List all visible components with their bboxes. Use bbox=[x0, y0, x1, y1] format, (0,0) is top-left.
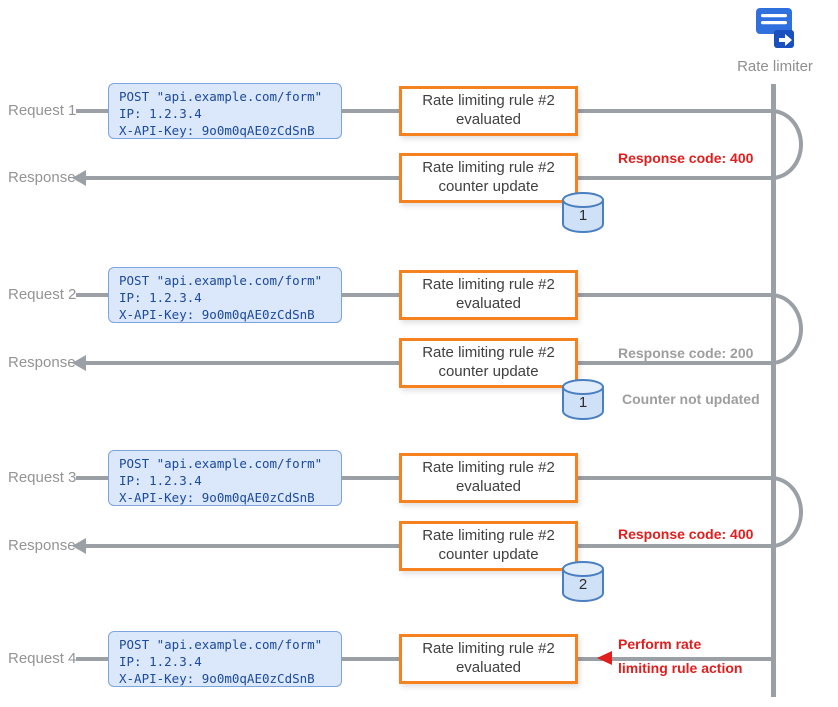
rule-box-line1: Rate limiting rule #2 bbox=[422, 459, 555, 477]
counter-value: 1 bbox=[578, 207, 588, 224]
rule-box-line1: Rate limiting rule #2 bbox=[422, 344, 555, 362]
response-label: Response bbox=[8, 354, 76, 371]
rule-box-line2: counter update bbox=[438, 546, 539, 563]
payload-ip-line: IP: 1.2.3.4 bbox=[119, 105, 202, 121]
request-payload-box: POST "api.example.com/form" IP: 1.2.3.4 … bbox=[108, 631, 342, 687]
response-arrowhead-icon bbox=[72, 170, 86, 186]
rule-box-line2: evaluated bbox=[455, 478, 522, 495]
payload-api-key-line: X-API-Key: 9o0m0qAE0zCdSnB bbox=[119, 489, 315, 505]
database-icon bbox=[562, 192, 604, 233]
payload-method-line: POST "api.example.com/form" bbox=[119, 456, 323, 471]
rule-box-line2: counter update bbox=[438, 178, 539, 195]
request-label: Request 3 bbox=[8, 469, 77, 486]
response-code-annotation: Response code: 200 bbox=[618, 345, 754, 361]
request-label: Request 1 bbox=[8, 102, 77, 119]
counter-value: 1 bbox=[578, 394, 588, 411]
database-icon bbox=[562, 379, 604, 420]
payload-ip-line: IP: 1.2.3.4 bbox=[119, 653, 202, 669]
counter-note-annotation: Counter not updated bbox=[622, 391, 760, 407]
rule-evaluated-box: Rate limiting rule #2 evaluated bbox=[399, 86, 578, 136]
processing-arc bbox=[771, 109, 803, 180]
payload-method-line: POST "api.example.com/form" bbox=[119, 273, 323, 288]
lifeline bbox=[771, 84, 776, 697]
rule-box-line2: counter update bbox=[438, 363, 539, 380]
counter-value: 2 bbox=[578, 576, 588, 593]
counter-database: 1 bbox=[560, 377, 606, 421]
response-label: Response bbox=[8, 169, 76, 186]
actor-label: Rate limiter bbox=[737, 58, 813, 75]
payload-ip-line: IP: 1.2.3.4 bbox=[119, 289, 202, 305]
rule-box-line1: Rate limiting rule #2 bbox=[422, 640, 555, 658]
request-payload-box: POST "api.example.com/form" IP: 1.2.3.4 … bbox=[108, 450, 342, 506]
payload-method-line: POST "api.example.com/form" bbox=[119, 89, 323, 104]
payload-ip-line: IP: 1.2.3.4 bbox=[119, 472, 202, 488]
rule-evaluated-box: Rate limiting rule #2 evaluated bbox=[399, 270, 578, 320]
request-label: Request 4 bbox=[8, 650, 77, 667]
response-code-annotation: Response code: 400 bbox=[618, 526, 754, 542]
request-payload-box: POST "api.example.com/form" IP: 1.2.3.4 … bbox=[108, 267, 342, 323]
processing-arc bbox=[771, 293, 803, 365]
counter-database: 1 bbox=[560, 190, 606, 234]
rule-box-line1: Rate limiting rule #2 bbox=[422, 92, 555, 110]
counter-update-box: Rate limiting rule #2 counter update bbox=[399, 153, 578, 203]
payload-method-line: POST "api.example.com/form" bbox=[119, 637, 323, 652]
counter-database: 2 bbox=[560, 559, 606, 603]
rule-box-line1: Rate limiting rule #2 bbox=[422, 159, 555, 177]
processing-arc bbox=[771, 476, 803, 548]
action-arrowhead-icon bbox=[597, 651, 612, 665]
rule-box-line2: evaluated bbox=[455, 295, 522, 312]
rate-limiter-icon bbox=[750, 4, 800, 59]
request-payload-box: POST "api.example.com/form" IP: 1.2.3.4 … bbox=[108, 83, 342, 139]
rule-box-line1: Rate limiting rule #2 bbox=[422, 527, 555, 545]
rule-action-annotation-line1: Perform rate bbox=[618, 636, 702, 652]
response-arrowhead-icon bbox=[72, 538, 86, 554]
payload-api-key-line: X-API-Key: 9o0m0qAE0zCdSnB bbox=[119, 122, 315, 138]
response-label: Response bbox=[8, 537, 76, 554]
counter-update-box: Rate limiting rule #2 counter update bbox=[399, 338, 578, 388]
rule-evaluated-box: Rate limiting rule #2 evaluated bbox=[399, 634, 578, 684]
payload-api-key-line: X-API-Key: 9o0m0qAE0zCdSnB bbox=[119, 306, 315, 322]
response-code-annotation: Response code: 400 bbox=[618, 150, 754, 166]
rule-box-line1: Rate limiting rule #2 bbox=[422, 276, 555, 294]
rule-box-line2: evaluated bbox=[455, 111, 522, 128]
response-arrowhead-icon bbox=[72, 355, 86, 371]
rule-box-line2: evaluated bbox=[455, 659, 522, 676]
rule-action-annotation-line2: limiting rule action bbox=[618, 660, 743, 676]
request-label: Request 2 bbox=[8, 286, 77, 303]
database-icon bbox=[562, 561, 604, 602]
counter-update-box: Rate limiting rule #2 counter update bbox=[399, 521, 578, 571]
payload-api-key-line: X-API-Key: 9o0m0qAE0zCdSnB bbox=[119, 670, 315, 686]
rule-evaluated-box: Rate limiting rule #2 evaluated bbox=[399, 453, 578, 503]
